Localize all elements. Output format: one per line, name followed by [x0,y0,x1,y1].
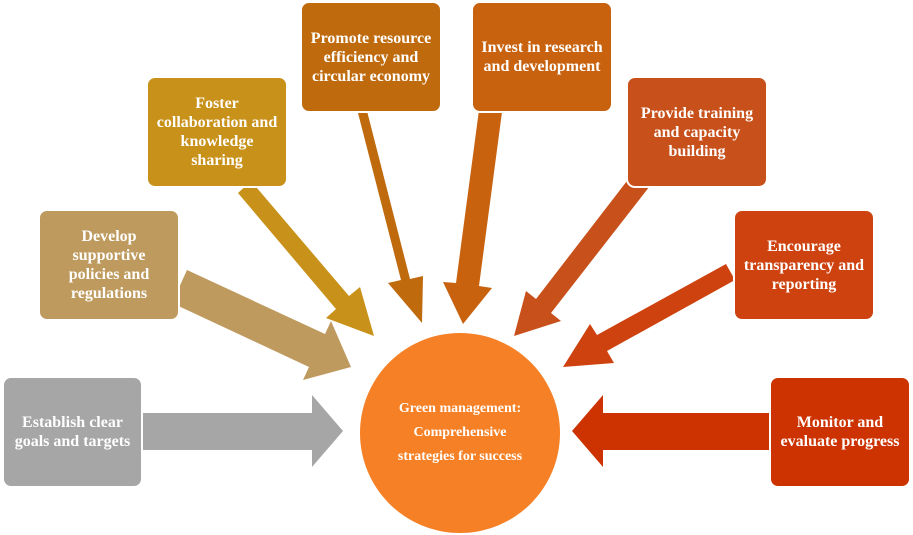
arrow-transparency [563,264,735,367]
strategy-box-collaboration: Foster collaboration and knowledge shari… [146,76,288,188]
central-goal-circle: Green management: Comprehensive strategi… [360,333,560,533]
strategy-label-research: Invest in research and development [481,39,603,75]
arrow-training [514,168,653,336]
strategy-label-goals: Establish clear goals and targets [14,414,131,450]
central-goal-line-1: Green management: [398,401,522,416]
strategy-label-training: Provide training and capacity building [640,104,754,160]
strategy-box-monitor: Monitor and evaluate progress [769,376,911,488]
strategy-label-policies: Develop supportive policies and regulati… [68,228,150,302]
arrow-resource [358,111,423,323]
central-goal-line-2: Comprehensive [413,425,507,440]
strategy-box-research: Invest in research and development [471,1,613,113]
strategy-box-policies: Develop supportive policies and regulati… [38,209,180,321]
arrow-goals [142,395,343,467]
arrow-monitor [572,395,770,467]
arrow-collaboration [238,181,374,336]
strategy-label-transparency: Encourage transparency and reporting [743,237,865,293]
strategy-box-training: Provide training and capacity building [626,76,768,188]
arrow-research [443,110,502,324]
strategy-box-resource: Promote resource efficiency and circular… [300,1,442,113]
strategy-box-goals: Establish clear goals and targets [2,376,143,488]
strategy-label-monitor: Monitor and evaluate progress [780,414,900,450]
arrow-policies [172,270,351,380]
strategy-label-collaboration: Foster collaboration and knowledge shari… [156,95,278,169]
strategy-label-resource: Promote resource efficiency and circular… [310,29,432,85]
central-goal-line-3: strategies for success [397,449,523,464]
strategy-box-transparency: Encourage transparency and reporting [733,209,875,321]
